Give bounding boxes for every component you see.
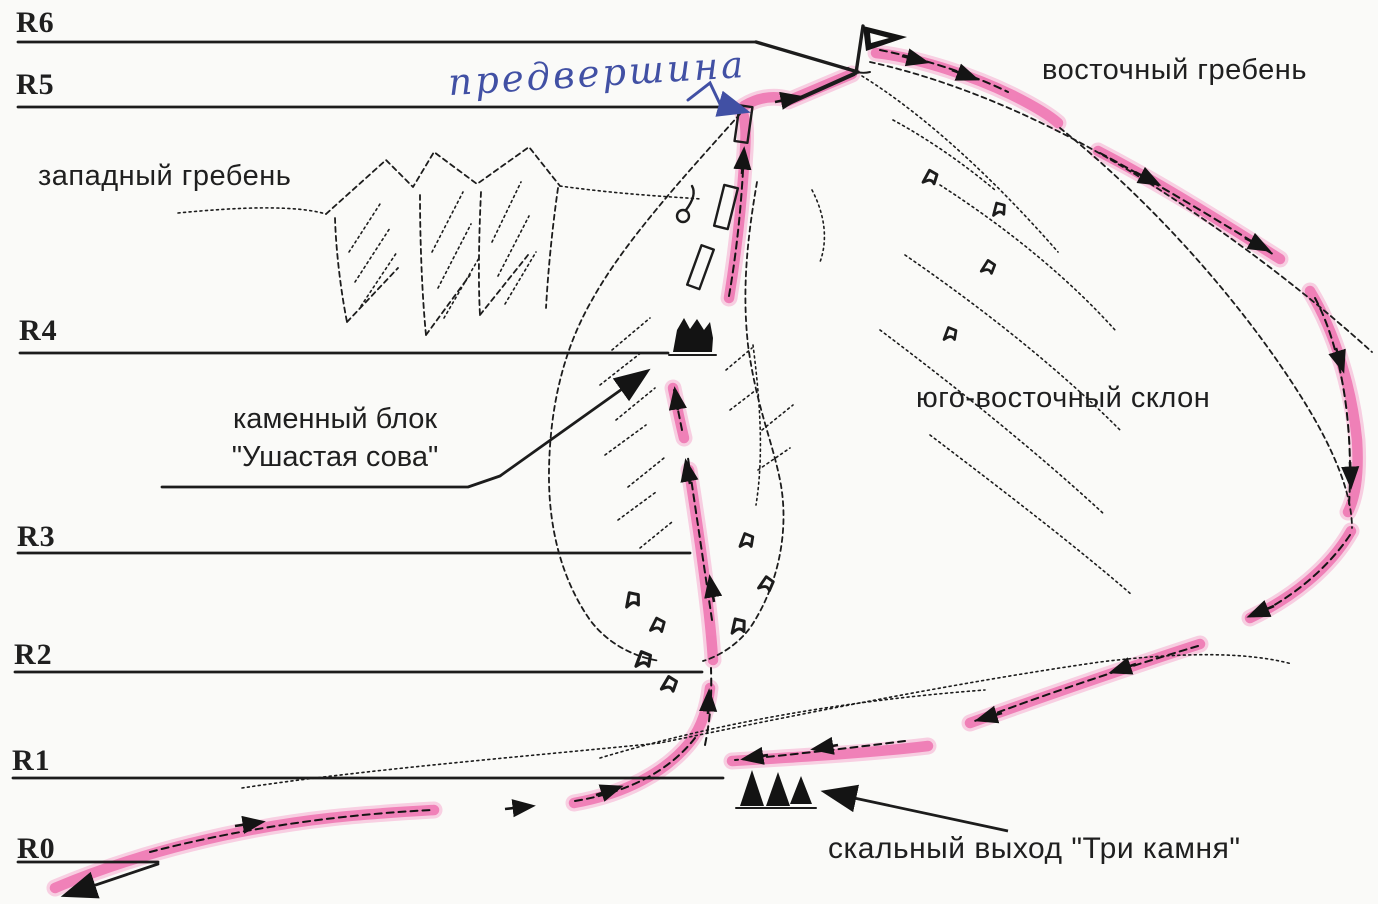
se-slope-label: юго-восточный склон [916,382,1211,414]
west-ridge-sketch [177,146,703,336]
belay-label-r3: R3 [17,520,56,553]
stone-block-label: каменный блок "Ушастая сова" [200,400,470,476]
east-ridge-label: восточный гребень [1042,54,1307,86]
three-stones-icon [735,770,817,809]
chimney-blocks [675,104,754,291]
belay-label-r6: R6 [16,6,55,39]
route-line [149,48,1360,853]
west-ridge-label: западный гребень [38,160,292,192]
belay-label-r0: R0 [17,832,56,865]
belay-lines [11,40,860,899]
belay-label-r5: R5 [16,68,55,101]
route-arrows [234,48,1360,834]
callout-arrows [160,368,1009,833]
three-stones-label: скальный выход "Три камня" [828,832,1241,865]
stone-block-label-line1: каменный блок [232,403,438,435]
stone-block-label-line2: "Ушастая сова" [231,441,439,473]
belay-label-r2: R2 [14,638,53,671]
mountain-outline [241,61,1373,789]
belay-label-r4: R4 [19,314,58,347]
owl-block-icon [668,318,717,356]
belay-label-r1: R1 [12,744,51,777]
handwritten-arrow [686,80,751,117]
summit-flag-icon [847,24,907,75]
